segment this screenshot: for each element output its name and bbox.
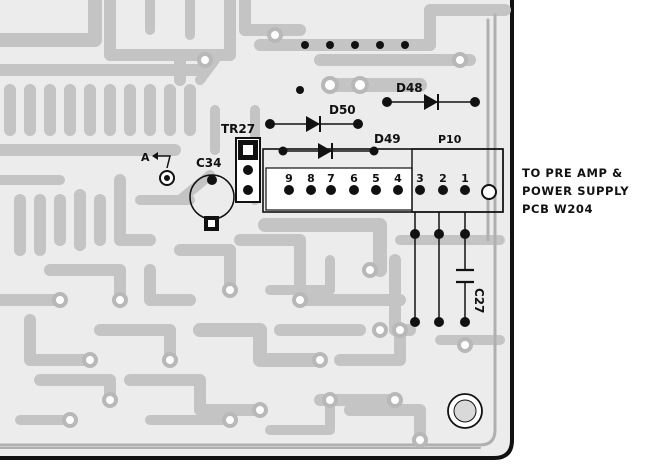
diode-d50 xyxy=(265,116,363,132)
a-label: A xyxy=(141,151,150,164)
d50-label: D50 xyxy=(329,103,356,117)
capacitor-c34 xyxy=(189,174,235,231)
tr27-label: TR27 xyxy=(221,122,255,136)
connector-mount-hole xyxy=(481,184,497,200)
capacitor-c27 xyxy=(456,268,474,284)
p10-label: P10 xyxy=(438,133,462,146)
pin-label: 5 xyxy=(372,172,380,185)
connection-note: TO PRE AMP & POWER SUPPLY PCB W204 xyxy=(522,164,658,218)
c34-label: C34 xyxy=(196,156,222,170)
d48-label: D48 xyxy=(396,81,423,95)
mounting-hole xyxy=(447,393,483,429)
pin-label: 1 xyxy=(461,172,469,185)
pin-label: 2 xyxy=(439,172,447,185)
output-pads xyxy=(410,229,470,327)
pin-label: 8 xyxy=(307,172,315,185)
pin-label: 9 xyxy=(285,172,293,185)
test-point-a xyxy=(152,152,175,186)
connector-pins xyxy=(284,185,470,195)
note-line-3: PCB W204 xyxy=(522,202,594,216)
note-line-1: TO PRE AMP & xyxy=(522,166,623,180)
pin-labels: 9 8 7 6 5 4 3 2 1 xyxy=(285,172,469,185)
diode-d49 xyxy=(278,143,379,159)
pin-label: 4 xyxy=(394,172,402,185)
pin-label: 3 xyxy=(416,172,424,185)
pin-label: 6 xyxy=(350,172,358,185)
solder-pads xyxy=(296,41,409,94)
c27-label: C27 xyxy=(472,288,486,314)
board-edge xyxy=(0,0,514,460)
note-line-2: POWER SUPPLY xyxy=(522,184,630,198)
d49-label: D49 xyxy=(374,132,401,146)
diode-d48 xyxy=(382,94,480,110)
connector-p10-right-box xyxy=(411,148,504,213)
hollow-pads xyxy=(52,27,473,448)
transistor-tr27 xyxy=(235,137,261,203)
pin-label: 7 xyxy=(327,172,335,185)
